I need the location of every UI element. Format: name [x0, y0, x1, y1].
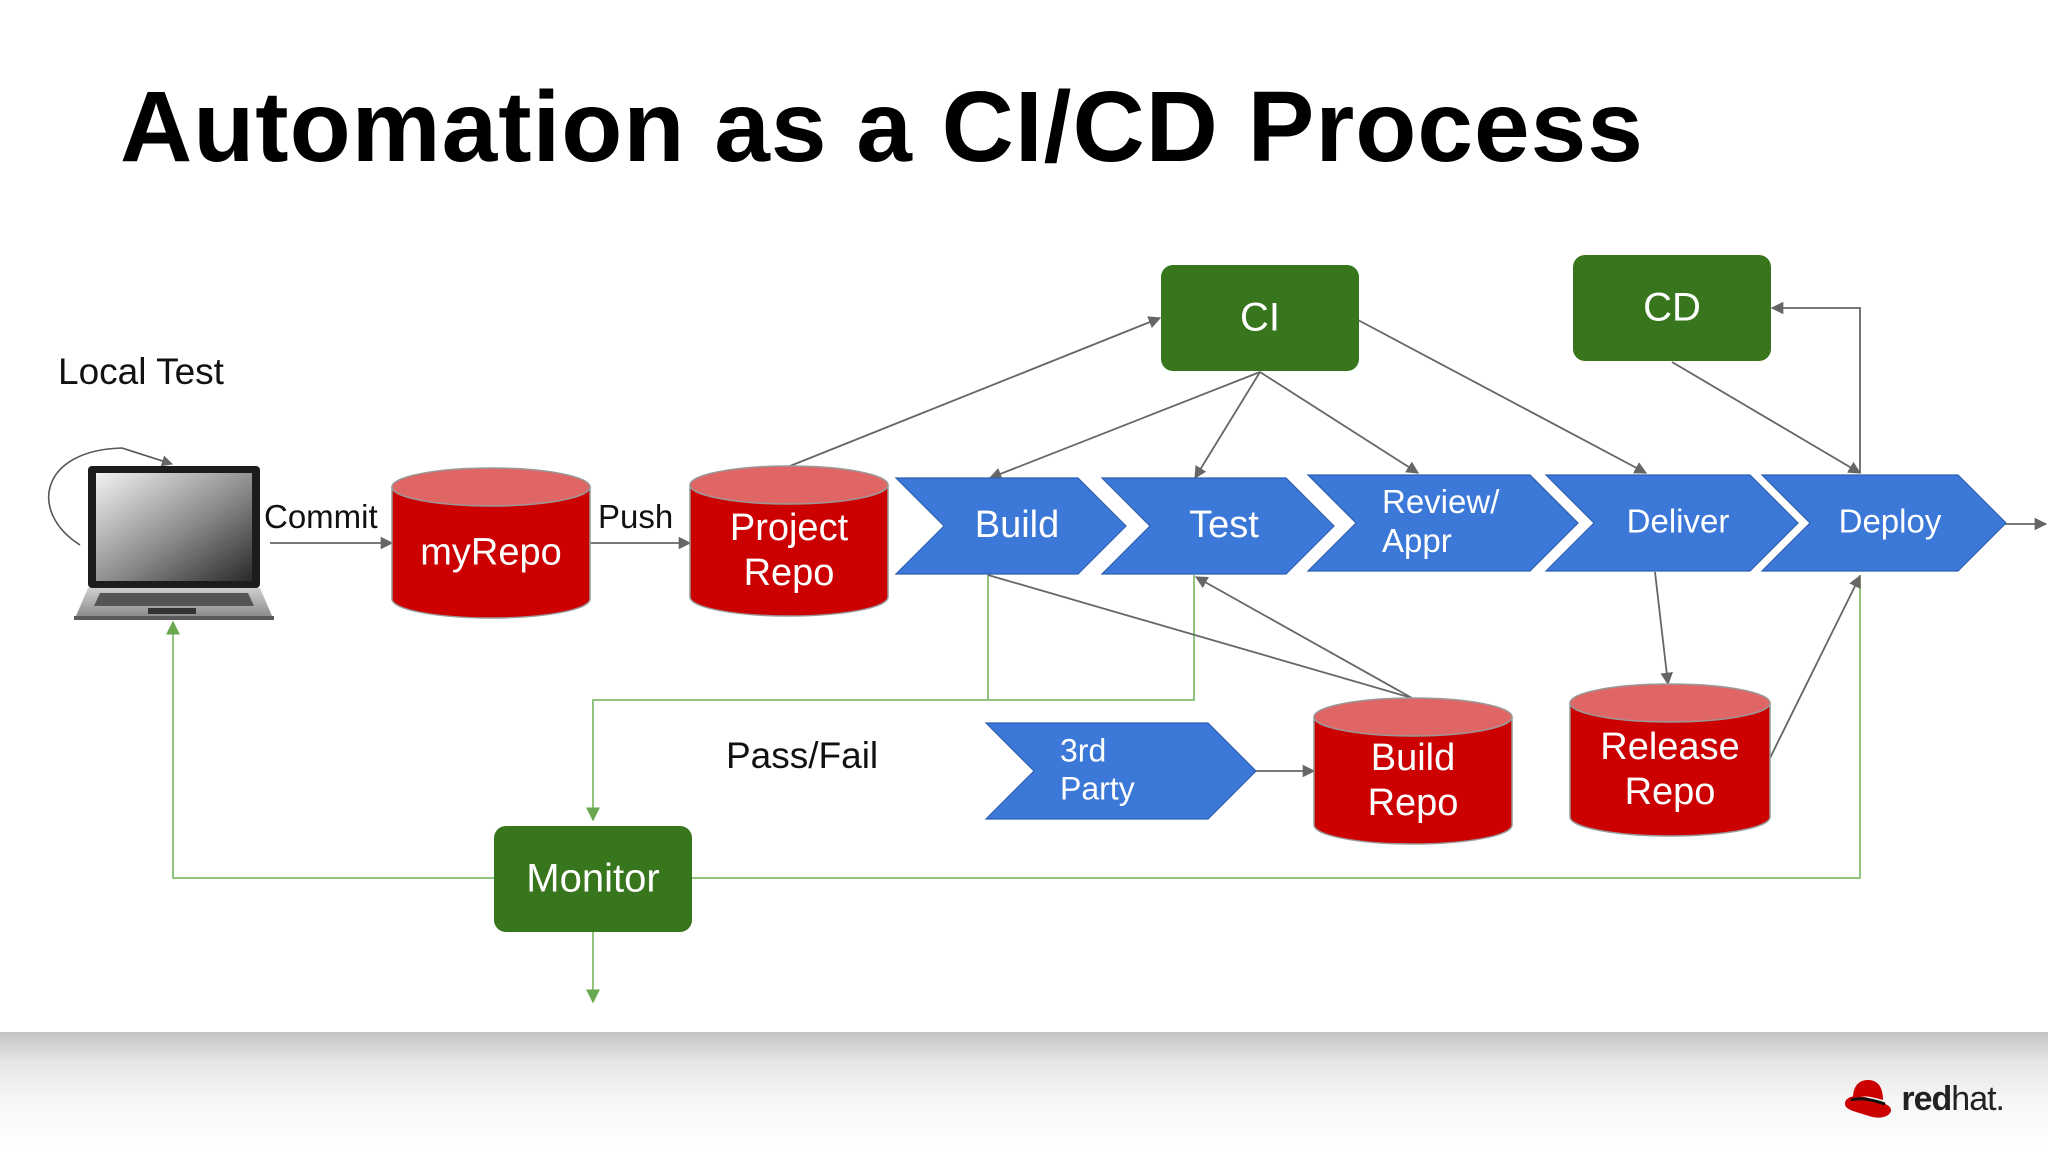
slide-title: Automation as a CI/CD Process — [120, 71, 1644, 183]
deliver-to-releaserepo-arrow — [1654, 571, 1673, 686]
local-test-loop-arrow — [47, 447, 174, 546]
build-to-monitor-line — [586, 575, 989, 822]
ci-to-test-arrow — [1194, 371, 1261, 480]
review-stage-chevron-shape — [1306, 474, 1579, 572]
deliver-stage-chevron-shape — [1544, 474, 1799, 572]
myrepo-cylinder-body — [391, 486, 591, 619]
buildrepo-label-line-1: Build — [1371, 737, 1456, 779]
thirdparty-chevron-shape — [984, 722, 1257, 820]
local-test-label: Local Test — [58, 351, 225, 392]
build-stage-chevron-shape — [894, 477, 1127, 575]
commit-label: Commit — [264, 498, 378, 535]
gray-connectors — [270, 301, 2048, 778]
buildrepo-label-line-2: Repo — [1368, 782, 1459, 824]
releaserepo-to-deploy-arrow — [1769, 574, 1861, 759]
review-stage-label-line-1: Review/ — [1382, 483, 1500, 520]
cicd-diagram: Local Test Commit Push Pass/Fail CI CD M… — [47, 255, 2048, 1004]
monitor-box: Monitor — [494, 826, 692, 932]
releaserepo-cylinder-top — [1569, 683, 1771, 723]
review-stage-chevron: Review/Appr — [1306, 474, 1579, 572]
releaserepo-label-line-1: Release — [1600, 726, 1739, 768]
push-label: Push — [598, 498, 673, 535]
redhat-shadowman-icon — [1845, 1080, 1892, 1118]
build-stage-label-line-1: Build — [975, 504, 1060, 546]
deliver-stage-label-line-1: Deliver — [1627, 503, 1730, 540]
laptop-icon — [47, 447, 274, 620]
projectrepo-label-line-2: Repo — [744, 552, 835, 594]
test-stage-label-line-1: Test — [1189, 504, 1259, 546]
projectrepo-cylinder-body — [689, 484, 889, 617]
buildrepo-cylinder-top — [1313, 697, 1513, 737]
redhat-wordmark-red: red — [1901, 1079, 1952, 1118]
build-to-buildrepo-line — [987, 574, 1413, 699]
deliver-stage-chevron: Deliver — [1544, 474, 1799, 572]
deploy-to-monitor-line — [692, 575, 1861, 879]
ci-box: CI — [1161, 265, 1359, 371]
redhat-wordmark: redhat. — [1901, 1079, 2005, 1119]
buildrepo-cylinder-body — [1313, 716, 1513, 845]
projectrepo-label-line-1: Project — [730, 507, 849, 549]
cd-to-deploy-arrow — [1671, 361, 1862, 474]
cd-box: CD — [1573, 255, 1771, 361]
deploy-to-cd-arrow — [1770, 301, 1861, 473]
deploy-stage-chevron: Deploy — [1760, 474, 2007, 572]
myrepo-cylinder-top — [391, 467, 591, 507]
ci-box-label: CI — [1240, 296, 1280, 340]
deploy-stage-chevron-shape — [1760, 474, 2007, 572]
thirdparty-label-line-2: Party — [1060, 770, 1135, 806]
ci-to-build-arrow — [988, 371, 1261, 480]
pass-fail-label: Pass/Fail — [726, 735, 878, 776]
myrepo-cylinder: myRepo — [391, 467, 591, 619]
projectrepo-cylinder-top — [689, 465, 889, 505]
ci-to-review-arrow — [1259, 371, 1420, 474]
cd-box-label: CD — [1643, 286, 1701, 330]
green-connectors — [166, 575, 1861, 1004]
releaserepo-label-line-2: Repo — [1625, 771, 1716, 813]
test-stage-chevron-shape — [1100, 477, 1335, 575]
build-stage-chevron: Build — [894, 477, 1127, 575]
test-to-monitor-line — [988, 575, 1195, 701]
myrepo-label-line-1: myRepo — [420, 532, 562, 574]
footer-bar — [0, 1032, 2048, 1152]
review-stage-label-line-2: Appr — [1382, 522, 1452, 559]
redhat-logo: redhat. — [1841, 1076, 2005, 1122]
projectrepo-to-ci-arrow — [789, 316, 1162, 467]
releaserepo-cylinder-body — [1569, 702, 1771, 837]
ci-to-deliver-arrow — [1357, 319, 1648, 474]
redhat-wordmark-hat: hat. — [1951, 1079, 2005, 1118]
monitor-box-label: Monitor — [526, 857, 659, 901]
thirdparty-label-line-1: 3rd — [1060, 733, 1106, 769]
buildrepo-to-test-arrow — [1194, 576, 1413, 699]
deploy-stage-label-line-1: Deploy — [1839, 503, 1942, 540]
monitor-to-laptop-line — [166, 620, 494, 879]
test-stage-chevron: Test — [1100, 477, 1335, 575]
